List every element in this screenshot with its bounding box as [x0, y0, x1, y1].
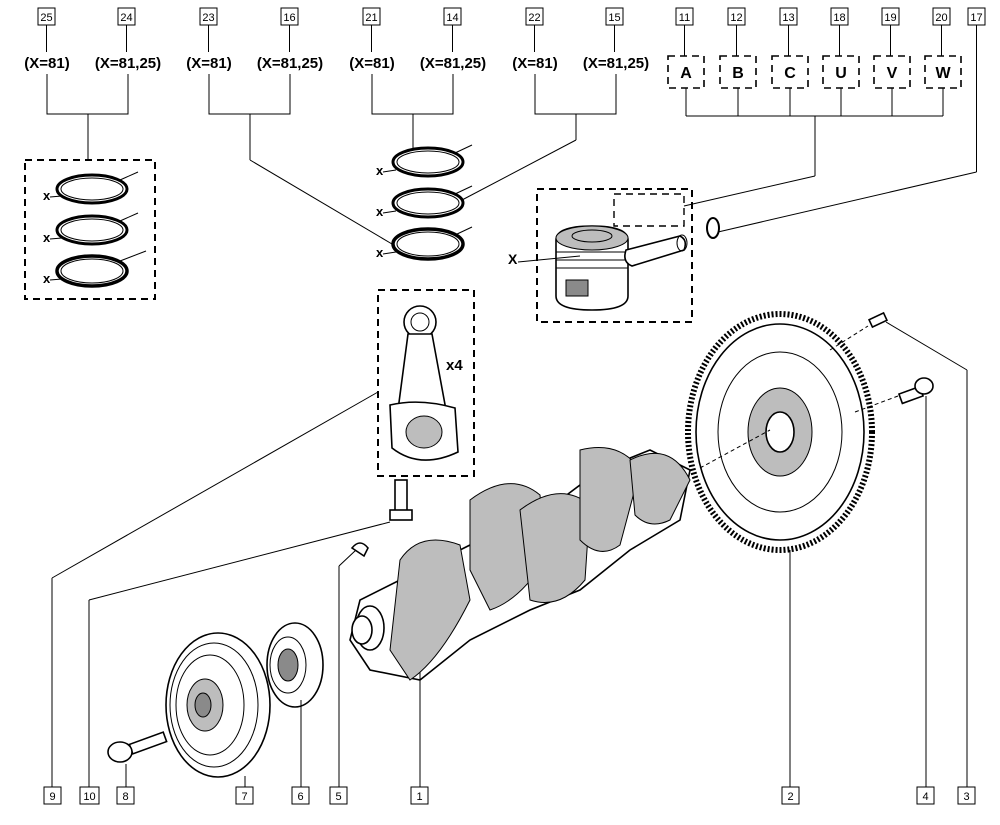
piston-assembly-box	[536, 188, 693, 323]
piston-variant-box	[613, 193, 685, 227]
svg-text:x: x	[376, 163, 384, 178]
callout-24: 24	[117, 7, 136, 26]
callout-18: 18	[830, 7, 849, 26]
svg-text:14: 14	[446, 12, 458, 24]
callout-17: 17	[967, 7, 986, 26]
condition-25: (X=81)	[24, 55, 69, 72]
svg-text:12: 12	[730, 12, 742, 24]
svg-text:1: 1	[416, 791, 422, 803]
condition-14: (X=81,25)	[420, 55, 486, 72]
connecting-rod-box	[377, 289, 475, 477]
variant-b: B	[719, 55, 757, 89]
woodruff-key	[350, 542, 369, 558]
variant-a: A	[667, 55, 705, 89]
svg-text:24: 24	[120, 12, 132, 24]
quantity-label: x4	[446, 357, 463, 374]
callout-16: 16	[280, 7, 299, 26]
svg-text:W: W	[935, 65, 951, 82]
callout-10: 10	[79, 786, 100, 805]
callout-22: 22	[525, 7, 544, 26]
svg-text:B: B	[732, 65, 744, 82]
piston-ring-set-left: x x x	[43, 171, 147, 288]
callout-3: 3	[957, 786, 976, 805]
circlip	[706, 217, 720, 239]
svg-text:11: 11	[679, 12, 690, 24]
callout-13: 13	[779, 7, 798, 26]
svg-text:16: 16	[283, 12, 295, 24]
svg-text:15: 15	[608, 12, 620, 24]
callout-21: 21	[362, 7, 381, 26]
piston	[555, 225, 629, 311]
svg-text:6: 6	[297, 791, 303, 803]
svg-text:x: x	[43, 188, 51, 203]
variant-w: W	[924, 55, 962, 89]
svg-text:A: A	[680, 65, 692, 82]
crankshaft	[349, 447, 691, 681]
condition-15: (X=81,25)	[583, 55, 649, 72]
callout-15: 15	[605, 7, 624, 26]
callout-7: 7	[235, 786, 254, 805]
svg-text:U: U	[835, 65, 847, 82]
callout-6: 6	[291, 786, 310, 805]
callout-25: 25	[37, 7, 56, 26]
svg-text:8: 8	[122, 791, 128, 803]
callout-14: 14	[443, 7, 462, 26]
variant-u: U	[822, 55, 860, 89]
timing-gear	[266, 622, 324, 708]
svg-text:18: 18	[833, 12, 845, 24]
rod-bolt	[389, 479, 413, 521]
ring-set-box-81	[24, 159, 156, 300]
callout-2: 2	[781, 786, 800, 805]
condition-16: (X=81,25)	[257, 55, 323, 72]
condition-23: (X=81)	[186, 55, 231, 72]
dowel-pin	[867, 311, 889, 329]
callout-4: 4	[916, 786, 935, 805]
damper-pulley	[165, 632, 271, 778]
svg-text:x: x	[43, 271, 51, 286]
svg-text:7: 7	[241, 791, 247, 803]
svg-text:x: x	[376, 204, 384, 219]
svg-text:17: 17	[970, 12, 982, 24]
svg-text:4: 4	[922, 791, 928, 803]
connecting-rod	[389, 305, 459, 461]
condition-24: (X=81,25)	[95, 55, 161, 72]
callout-19: 19	[881, 7, 900, 26]
svg-text:x: x	[376, 245, 384, 260]
condition-21: (X=81)	[349, 55, 394, 72]
svg-text:13: 13	[782, 12, 794, 24]
svg-text:20: 20	[935, 12, 947, 24]
svg-text:10: 10	[83, 791, 95, 803]
svg-text:2: 2	[787, 791, 793, 803]
callout-23: 23	[199, 7, 218, 26]
variant-c: C	[771, 55, 809, 89]
svg-text:23: 23	[202, 12, 214, 24]
svg-text:19: 19	[884, 12, 896, 24]
piston-pin	[624, 234, 688, 267]
flywheel	[685, 311, 875, 553]
svg-text:C: C	[784, 65, 796, 82]
callout-9: 9	[43, 786, 62, 805]
svg-text:x: x	[43, 230, 51, 245]
callout-11: 11	[675, 7, 694, 26]
flywheel-bolt	[897, 377, 934, 405]
condition-22: (X=81)	[512, 55, 557, 72]
callout-1: 1	[410, 786, 429, 805]
callout-8: 8	[116, 786, 135, 805]
variant-v: V	[873, 55, 911, 89]
svg-text:V: V	[887, 65, 898, 82]
callout-20: 20	[932, 7, 951, 26]
svg-text:22: 22	[528, 12, 540, 24]
callout-12: 12	[727, 7, 746, 26]
svg-text:9: 9	[49, 791, 55, 803]
piston-ring-set-center: x x x	[376, 144, 473, 261]
svg-text:5: 5	[335, 791, 341, 803]
callout-5: 5	[329, 786, 348, 805]
svg-text:X: X	[508, 251, 518, 267]
pulley-bolt	[107, 731, 168, 763]
svg-text:3: 3	[963, 791, 969, 803]
svg-text:21: 21	[365, 12, 377, 24]
svg-text:25: 25	[40, 12, 52, 24]
